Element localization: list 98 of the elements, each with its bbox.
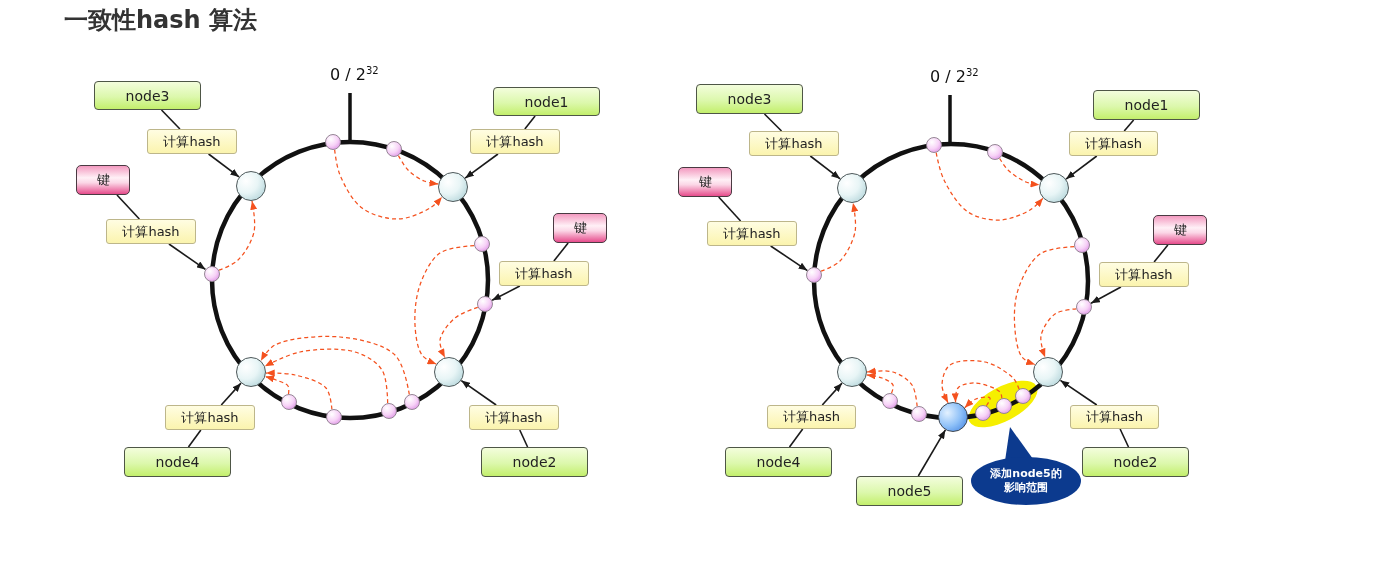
hash-point-dot [1076,299,1092,315]
server-circle [438,172,468,202]
hash-point-dot [926,137,942,153]
arrow [460,379,497,406]
diagram-title: 一致性hash 算法 [64,5,257,36]
hash-point-dot [204,266,220,282]
server-name-box: node2 [1082,447,1189,477]
server-circle [236,357,266,387]
arrow [917,429,947,477]
dashed-arrow [940,359,1020,404]
hash-point-dot [477,296,493,312]
dashed-arrow [218,200,258,271]
hash-step-box: 计算hash [767,405,856,429]
connector-line [1153,244,1169,263]
server-name-box: node3 [696,84,803,114]
hash-point-dot [911,406,927,422]
dashed-arrow [264,348,389,404]
server-circle [1033,357,1063,387]
hash-point-dot [404,394,420,410]
arrow [1090,286,1122,304]
connector-line [524,115,536,130]
hash-point-dot [381,403,397,419]
hash-step-box: 计算hash [470,129,560,154]
connector-line [763,113,783,132]
server-circle [837,173,867,203]
server-circle [434,357,464,387]
ring-range-label: 0 / 2$^{32}$ [330,65,379,85]
server-circle [837,357,867,387]
dashed-arrow [397,155,439,187]
arrow [207,153,240,178]
dashed-arrow [820,202,859,272]
hash-step-box: 计算hash [1069,131,1158,156]
server-name-box: node4 [725,447,832,477]
arrow [491,285,521,302]
hash-step-box: 计算hash [469,405,559,430]
hash-point-dot [474,236,490,252]
key-box: 键 [1153,215,1207,245]
dashed-arrow [964,396,991,409]
hash-step-box: 计算hash [147,129,237,154]
hash-step-box: 计算hash [707,221,797,246]
arrow [821,382,843,406]
connector-line [717,196,742,222]
connector-line [1123,119,1135,132]
hash-step-box: 计算hash [106,219,196,244]
server-circle [1039,173,1069,203]
hash-point-dot [806,267,822,283]
dashed-arrow [437,306,479,359]
dashed-arrow [866,372,894,394]
dashed-arrow [264,375,290,395]
arrow [220,382,242,406]
arrow [1059,379,1098,406]
callout-text: 添加node5的影响范围 [989,467,1063,495]
server-name-box: node3 [94,81,201,110]
dashed-arrow [414,245,475,365]
hash-step-box: 计算hash [499,261,589,286]
dashed-arrow [1038,308,1077,358]
server-name-box: node1 [493,87,600,116]
connector-line [518,429,529,448]
ring-range-label: 0 / 2$^{32}$ [930,67,979,87]
hash-point-dot [325,134,341,150]
connector-line [1119,428,1130,448]
connector-line [553,242,569,262]
key-box: 键 [678,167,732,197]
new-server-circle [938,402,968,432]
server-circle [236,171,266,201]
key-box: 键 [553,213,607,243]
server-name-box: node1 [1093,90,1200,120]
connector-line [788,428,804,448]
arrow [769,245,809,272]
key-box: 键 [76,165,130,195]
hash-point-dot [987,144,1003,160]
server-name-box: node5 [856,476,963,506]
dashed-arrow [999,157,1040,188]
dashed-arrow [935,152,1044,221]
arrow [1065,155,1098,180]
dashed-arrow [265,369,333,410]
server-name-box: node4 [124,447,231,477]
dashed-arrow [951,382,1003,403]
dashed-arrow [866,367,918,407]
hash-point-dot [882,393,898,409]
connector-line [116,194,141,220]
hash-step-box: 计算hash [165,405,255,430]
connector-line [160,109,181,130]
dashed-arrow [260,335,410,396]
hash-point-dot [281,394,297,410]
dashed-arrow [334,149,443,220]
hash-step-box: 计算hash [1099,262,1189,287]
connector-line [187,429,202,448]
hash-point-dot [386,141,402,157]
arrow [464,153,499,179]
dashed-arrow [1013,246,1075,366]
hash-point-dot [326,409,342,425]
server-name-box: node2 [481,447,588,477]
arrow [809,155,841,180]
hash-step-box: 计算hash [749,131,839,156]
hash-point-dot [1074,237,1090,253]
hash-step-box: 计算hash [1070,405,1159,429]
arrow [168,243,207,271]
